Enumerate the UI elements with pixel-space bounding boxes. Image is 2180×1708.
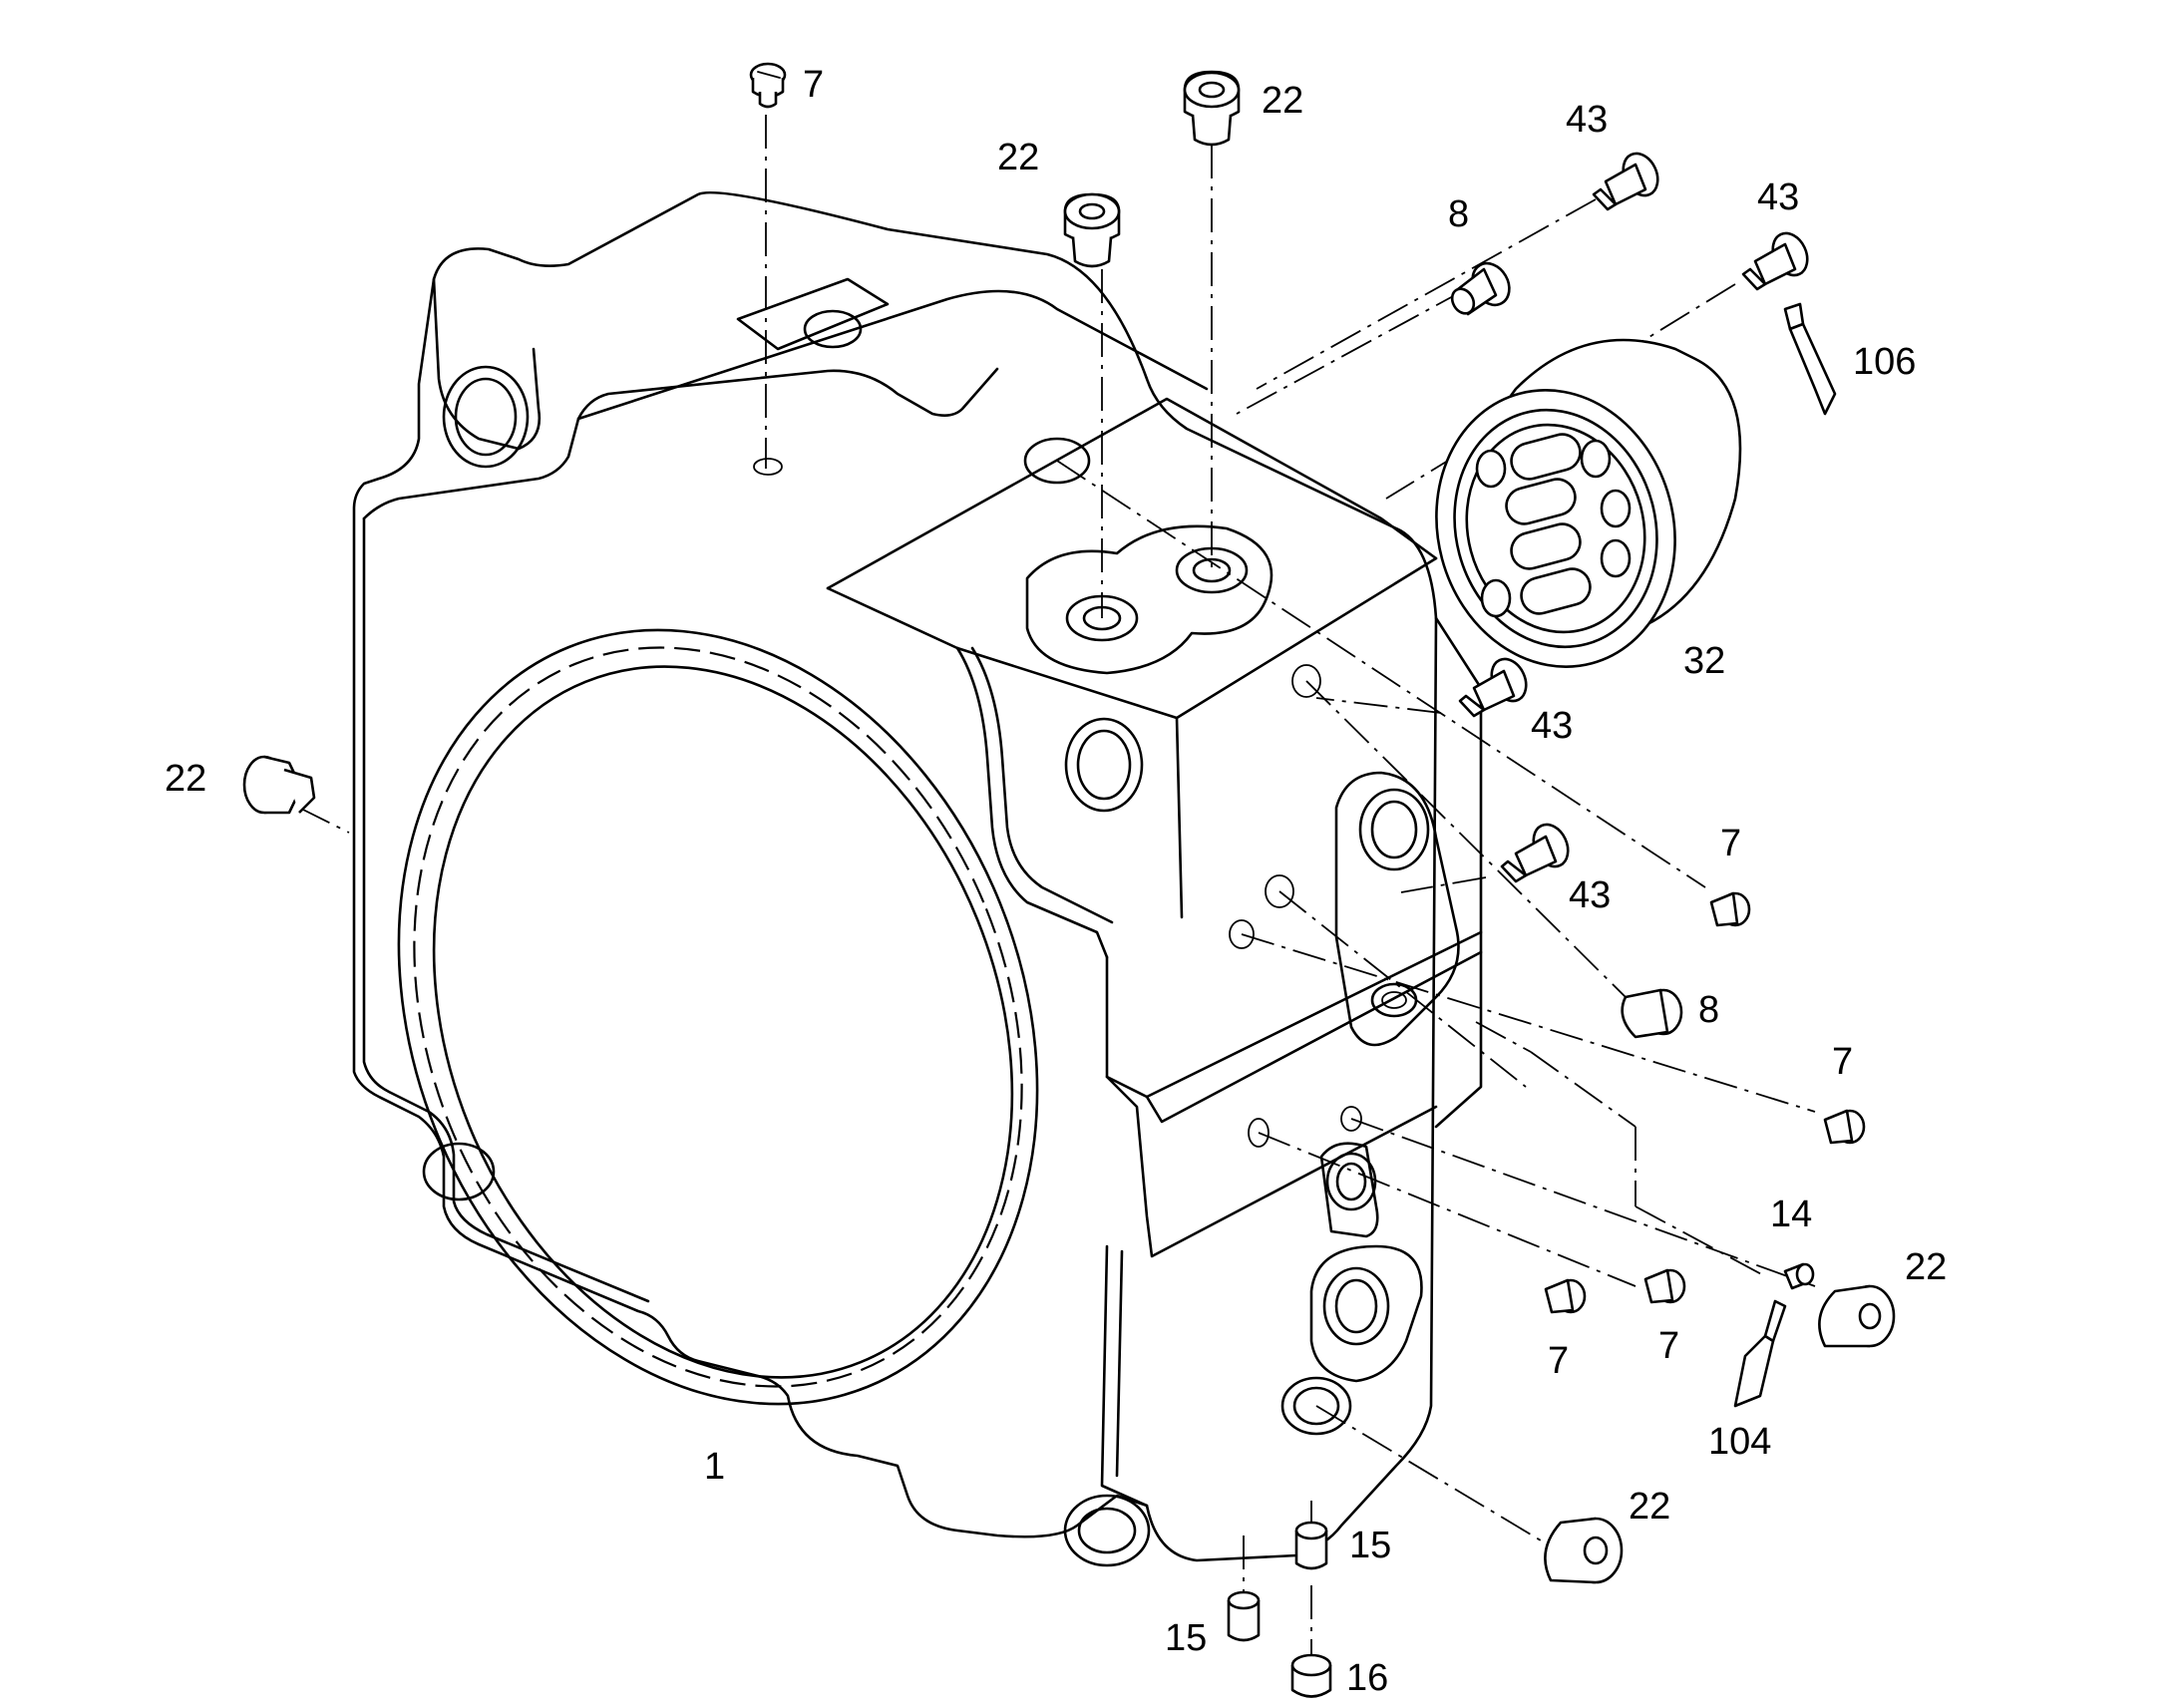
callout-1: 1 xyxy=(704,1446,725,1488)
callout-22-top-right: 22 xyxy=(1262,80,1303,122)
callout-22-bottom: 22 xyxy=(1629,1486,1670,1528)
callout-15-left: 15 xyxy=(1165,1617,1207,1659)
part-8-plug-top xyxy=(1450,261,1511,316)
part-22-plug-mid-right xyxy=(1818,1284,1896,1348)
part-22-plug-bottom xyxy=(1544,1517,1624,1584)
part-43-screw-mid-a xyxy=(1458,657,1528,718)
callout-8-top: 8 xyxy=(1448,193,1469,235)
callout-43-top-a: 43 xyxy=(1566,99,1608,141)
callout-7-low-b: 7 xyxy=(1658,1325,1679,1367)
part-7-screw-low-b xyxy=(1643,1268,1686,1304)
callout-labels: 7 22 22 43 8 43 106 32 22 43 7 43 8 7 14… xyxy=(165,64,1947,1699)
callout-32: 32 xyxy=(1683,640,1725,682)
part-7-screw-mid-b xyxy=(1823,1109,1866,1145)
callout-7-top: 7 xyxy=(803,64,824,106)
part-43-screw-top-a xyxy=(1592,152,1659,211)
callout-43-top-b: 43 xyxy=(1757,176,1799,218)
part-22-plug-top-left xyxy=(1063,192,1121,268)
callout-7-mid-b: 7 xyxy=(1832,1041,1853,1083)
callout-15-right: 15 xyxy=(1349,1525,1391,1566)
callout-22-left: 22 xyxy=(165,758,206,800)
part-32-roller-bearing xyxy=(1435,338,1742,668)
part-43-screw-top-b xyxy=(1741,231,1809,291)
callout-7-mid-a: 7 xyxy=(1720,823,1741,864)
part-43-screw-mid-b xyxy=(1500,823,1570,883)
callout-43-mid-b: 43 xyxy=(1569,874,1611,916)
callout-22-mid-right: 22 xyxy=(1905,1246,1947,1288)
callout-104: 104 xyxy=(1708,1421,1771,1463)
callout-7-low-a: 7 xyxy=(1548,1340,1569,1382)
part-22-plug-top-right xyxy=(1183,70,1241,147)
part-106-sealant-tube xyxy=(1783,302,1837,416)
callout-8-mid: 8 xyxy=(1698,989,1719,1031)
part-104-sealant-tube xyxy=(1733,1299,1787,1408)
bearing-rollers xyxy=(1475,433,1632,618)
callout-14: 14 xyxy=(1770,1194,1812,1235)
part-15-pin-left xyxy=(1227,1590,1261,1642)
part-7-screw-top xyxy=(749,62,787,109)
callout-106: 106 xyxy=(1853,341,1916,383)
part-22-plug-left xyxy=(242,755,316,815)
housing-body xyxy=(352,190,1483,1567)
part-7-screw-mid-a xyxy=(1709,891,1751,927)
callout-22-top-left: 22 xyxy=(997,137,1039,178)
part-7-screw-low-a xyxy=(1544,1278,1587,1314)
part-8-plug-mid xyxy=(1621,988,1683,1039)
callout-16: 16 xyxy=(1346,1657,1388,1699)
part-15-pin-right xyxy=(1294,1521,1328,1570)
part-16-cap xyxy=(1290,1653,1332,1698)
callout-43-mid-a: 43 xyxy=(1531,705,1573,747)
part-14-small-plug xyxy=(1783,1262,1815,1290)
